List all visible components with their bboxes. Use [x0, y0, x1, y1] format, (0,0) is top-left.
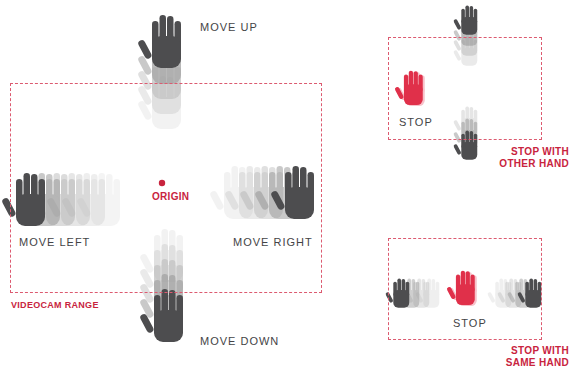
- move-right-hand: [209, 166, 314, 219]
- stop-other-hand: [394, 6, 477, 160]
- gesture-label: MOVE LEFT: [19, 236, 90, 249]
- gesture-label: STOP: [453, 317, 487, 330]
- gesture-label: STOP: [399, 116, 433, 129]
- stop-caption: STOP WITH SAME HAND: [487, 345, 569, 369]
- stop-caption: STOP WITH OTHER HAND: [487, 146, 569, 170]
- gesture-label: MOVE UP: [200, 21, 258, 34]
- stop-frame: STOPSTOP WITH OTHER HAND: [388, 37, 542, 140]
- range-label: VIDEOCAM RANGE: [11, 300, 99, 311]
- videocam-range-frame: ORIGINMOVE LEFTMOVE RIGHTVIDEOCAM RANGE: [10, 83, 322, 293]
- move-up-hand: [137, 15, 181, 129]
- stop-frame: STOPSTOP WITH SAME HAND: [388, 238, 542, 340]
- stop-same-hand: [385, 271, 541, 308]
- move-down-hand: [139, 229, 183, 342]
- origin-label: ORIGIN: [152, 191, 189, 203]
- gesture-label: MOVE RIGHT: [233, 236, 313, 249]
- gesture-label: MOVE DOWN: [200, 335, 279, 348]
- move-left-hand: [1, 173, 120, 226]
- origin-dot: [159, 180, 165, 186]
